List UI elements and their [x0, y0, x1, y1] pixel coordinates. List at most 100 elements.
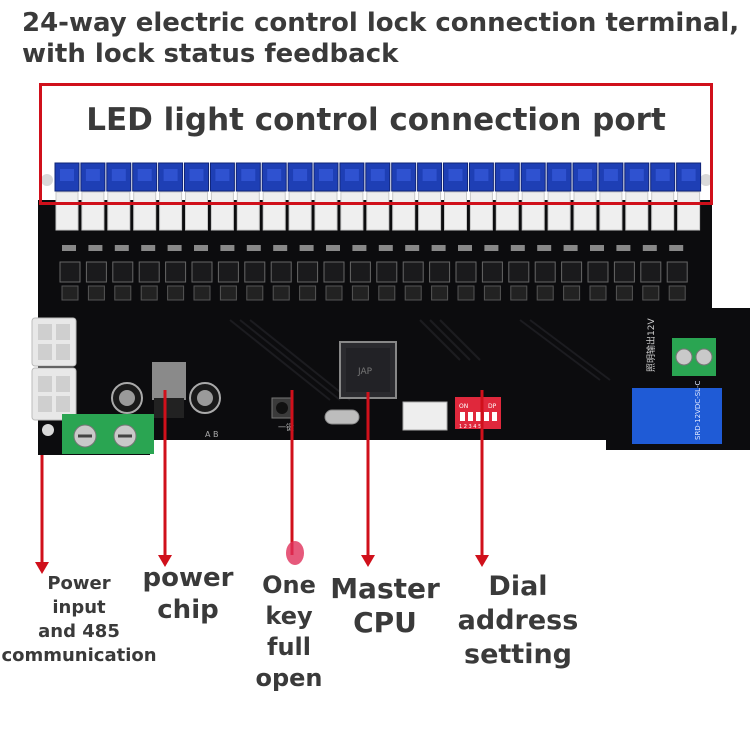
title-line-2: with lock status feedback — [22, 39, 399, 69]
mosfet — [165, 261, 187, 283]
mounting-hole — [42, 424, 54, 436]
smd-resistor — [326, 245, 340, 251]
smd-resistor — [141, 245, 156, 251]
ab-label: A B — [205, 430, 219, 439]
title-line-1: 24-way electric control lock connection … — [22, 8, 740, 38]
mosfet — [244, 261, 266, 283]
smd-resistor — [378, 245, 393, 251]
callout-text: address — [457, 605, 579, 636]
callout-power-input: Power input and 485 communication — [0, 572, 158, 668]
callout-text: input — [52, 597, 106, 618]
callout-dial-address: Dial address setting — [450, 570, 586, 672]
transistor — [589, 285, 607, 301]
transistor — [246, 285, 264, 301]
callout-text: power — [142, 563, 234, 593]
smd-resistor — [114, 245, 129, 251]
white-connector — [210, 191, 234, 231]
relay-text: SRD-12VDC-SL-C — [694, 381, 702, 440]
arrowhead-cpu — [361, 555, 375, 567]
mosfet — [455, 261, 477, 283]
white-connector — [107, 191, 131, 231]
mounting-hole — [700, 174, 712, 186]
arrowhead-chip — [158, 555, 172, 567]
rs485-connector — [31, 367, 77, 421]
mosfet — [666, 261, 688, 283]
mosfet — [402, 261, 424, 283]
transistor — [299, 285, 317, 301]
mounting-hole — [41, 174, 53, 186]
smd-resistor — [590, 245, 604, 251]
led-connector-row — [54, 162, 702, 231]
cpu-marking: JAP — [357, 367, 373, 377]
smd-resistor — [299, 245, 314, 251]
white-connector — [651, 191, 675, 231]
white-connector — [547, 191, 571, 231]
white-connector — [418, 191, 442, 231]
blue-connector — [598, 162, 624, 192]
mosfet — [613, 261, 635, 283]
white-connector — [159, 191, 183, 231]
white-connector — [392, 191, 416, 231]
transistor — [668, 285, 686, 301]
callout-text: chip — [157, 595, 219, 625]
transistor — [431, 285, 449, 301]
smd-resistor — [246, 245, 261, 251]
transistor — [193, 285, 211, 301]
transistor — [167, 285, 185, 301]
transistor — [483, 285, 501, 301]
led-port-highlight-box: LED light control connection port — [39, 83, 713, 205]
mosfet — [561, 261, 583, 283]
relay — [632, 388, 722, 444]
smd-resistor — [167, 245, 182, 251]
callout-text: Dial — [488, 571, 548, 602]
white-connector — [625, 191, 649, 231]
white-connector — [81, 191, 105, 231]
transistor — [615, 285, 633, 301]
white-connector — [236, 191, 260, 231]
arrowhead-onekey-blur — [286, 541, 304, 565]
transistor — [114, 285, 132, 301]
transistor — [510, 285, 528, 301]
callout-power-chip: power chip — [140, 562, 236, 626]
white-connector — [521, 191, 545, 231]
callout-one-key: One key full open — [250, 570, 328, 694]
mosfet — [323, 261, 345, 283]
callout-text: One — [262, 571, 316, 599]
dip-on-label: ON — [459, 403, 468, 410]
mosfet — [297, 261, 319, 283]
mosfet — [191, 261, 213, 283]
transistor — [219, 285, 237, 301]
dip-dp-label: DP — [488, 403, 497, 410]
arrowhead-dial — [475, 555, 489, 567]
channel-component-rows — [59, 245, 688, 301]
mosfet — [587, 261, 609, 283]
white-connector — [185, 191, 208, 231]
transistor — [272, 285, 290, 301]
mosfet — [376, 261, 398, 283]
transistor — [536, 285, 554, 301]
white-connector — [444, 191, 467, 231]
output-label: 照明输出12V — [645, 318, 657, 372]
transistor — [140, 285, 158, 301]
white-connector — [314, 191, 338, 231]
mosfet — [508, 261, 530, 283]
smd-resistor — [537, 245, 552, 251]
smd-resistor — [458, 245, 472, 251]
callout-text: Power — [47, 573, 111, 594]
smd-resistor — [352, 245, 367, 251]
smd-resistor — [642, 245, 657, 251]
smd-resistor — [220, 245, 235, 251]
white-connector — [262, 191, 286, 231]
smd-resistor — [563, 245, 578, 251]
white-connector — [573, 191, 597, 231]
white-connector — [469, 191, 493, 231]
smd-resistor — [484, 245, 499, 251]
transistor — [351, 285, 369, 301]
transistor — [87, 285, 105, 301]
smd-resistor — [88, 245, 103, 251]
transistor — [378, 285, 396, 301]
white-connector — [495, 191, 519, 231]
smd-resistor — [405, 245, 420, 251]
blue-connector — [546, 162, 572, 192]
mosfet — [349, 261, 371, 283]
